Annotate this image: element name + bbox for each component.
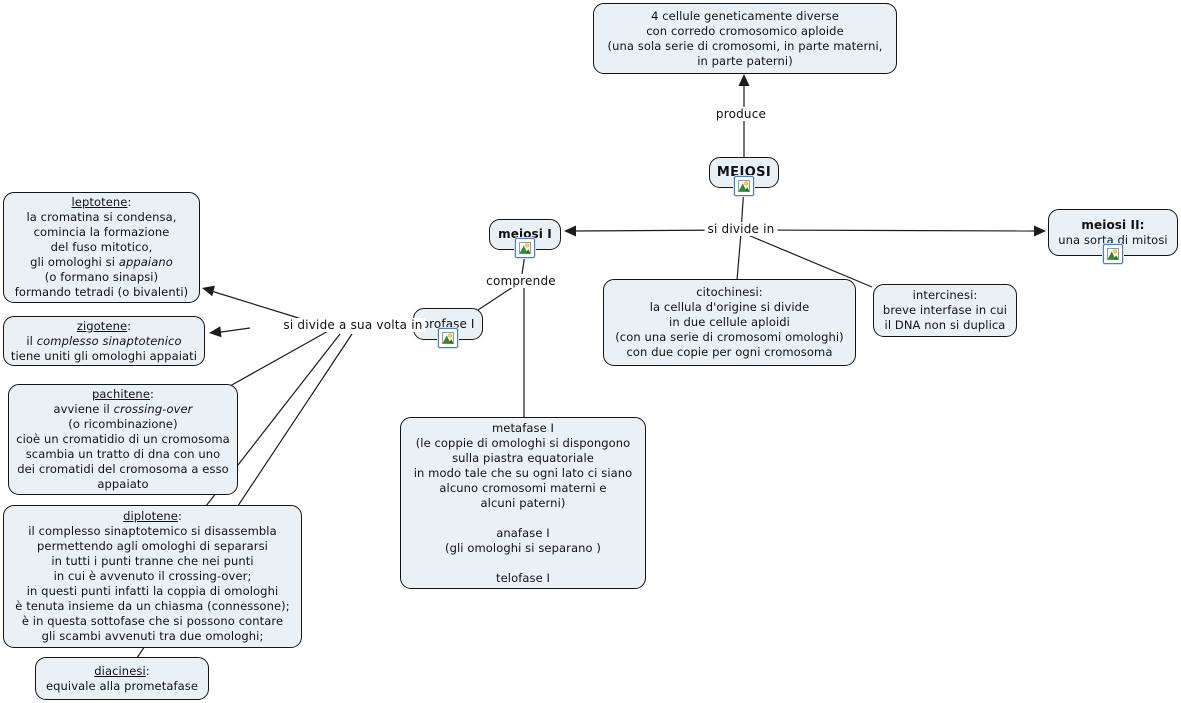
connector-to-leptotene xyxy=(207,289,306,321)
text-line: in modo tale che su ogni lato ci siano xyxy=(413,465,633,480)
text-line: gli omologhi si appaiano xyxy=(30,255,173,269)
node-title: profase I xyxy=(421,316,475,331)
image-resource-icon[interactable] xyxy=(438,328,458,348)
text-line: una sorta di mitosi xyxy=(1058,232,1168,247)
text-line: formando tetradi (o bivalenti) xyxy=(14,285,189,299)
node-title: diacinesi: xyxy=(94,663,150,678)
node-title: zigotene: xyxy=(76,318,132,333)
text-line: gli scambi avvenuti tra due omologhi; xyxy=(41,629,264,643)
text-line: appaiato xyxy=(97,477,149,491)
node-meiosi[interactable]: MEIOSI xyxy=(709,157,779,196)
image-icon-glyph xyxy=(1107,248,1119,260)
node-pachitene[interactable]: pachitene: avviene il crossing-over (o r… xyxy=(8,384,238,495)
image-icon-glyph xyxy=(519,242,531,254)
text-line: 4 cellule geneticamente diverse xyxy=(651,8,839,23)
text-line: il complesso sinaptotenico xyxy=(26,333,182,348)
text-line: metafase I xyxy=(491,420,555,435)
text-line: (le coppie di omologhi si dispongono xyxy=(415,435,631,450)
link-label-si-divide-a-sua-volta-in[interactable]: si divide a sua volta in xyxy=(280,318,426,332)
text-line: (gli omologhi si separano ) xyxy=(445,540,601,555)
text-line: è tenuta insieme da un chiasma (connesso… xyxy=(15,599,290,613)
arrowhead-left xyxy=(564,225,576,237)
text-line: in due cellule aploidi xyxy=(669,315,790,329)
text-line: (o ricombinazione) xyxy=(68,417,178,431)
text-line: (con una serie di cromosomi omologhi) xyxy=(615,330,844,344)
text-line: in tutti i punti tranne che nei punti xyxy=(51,554,254,568)
node-title: leptotene: xyxy=(71,195,132,209)
image-icon-glyph xyxy=(738,180,750,192)
text-line: in parte paterni) xyxy=(697,53,793,68)
text-line: dei cromatidi del cromosoma a esso xyxy=(17,462,229,476)
arrowhead-up xyxy=(738,74,750,86)
text-line: la cromatina si condensa, xyxy=(26,210,177,224)
node-meiosi-2[interactable]: meiosi II: una sorta di mitosi xyxy=(1048,209,1178,264)
node-meiosi-1[interactable]: meiosi I xyxy=(489,219,561,258)
text-line: avviene il crossing-over xyxy=(53,402,193,416)
text-line: equivale alla prometafase xyxy=(45,678,199,693)
connector-to-intercinesi xyxy=(747,234,873,288)
node-diacinesi[interactable]: diacinesi: equivale alla prometafase xyxy=(35,657,209,700)
node-intercinesi[interactable]: intercinesi: breve interfase in cui il D… xyxy=(873,284,1017,337)
text-line: breve interfase in cui xyxy=(882,303,1008,317)
text-line: è in questa sottofase che si possono con… xyxy=(21,614,284,628)
node-title: diplotene: xyxy=(123,509,182,523)
node-zigotene[interactable]: zigotene: il complesso sinaptotenico tie… xyxy=(3,316,205,366)
node-4-cellule[interactable]: 4 cellule geneticamente diverse con corr… xyxy=(593,3,897,74)
text-line: il complesso sinaptotemico si disassembl… xyxy=(28,524,277,538)
text-line: cioè un cromatidio di un cromosoma xyxy=(16,432,230,446)
text-line: in questi punti infatti la coppia di omo… xyxy=(26,584,279,598)
link-label-si-divide-in[interactable]: si divide in xyxy=(704,222,778,236)
text-line: (o formano sinapsi) xyxy=(44,270,159,284)
text-line: scambia un tratto di dna con uno xyxy=(25,447,221,461)
text-line: intercinesi: xyxy=(912,288,978,302)
arrowhead-zigotene xyxy=(209,326,222,338)
connector-to-citochinesi xyxy=(736,232,742,281)
text-line: alcuni paterni) xyxy=(480,495,566,510)
node-title: pachitene: xyxy=(92,387,154,401)
connector-to-pachitene xyxy=(229,329,331,387)
text-line: permettendo agli omologhi di separarsi xyxy=(37,539,268,553)
text-line: la cellula d'origine si divide xyxy=(649,300,810,314)
image-resource-icon[interactable] xyxy=(515,238,535,258)
text-line: il DNA non si duplica xyxy=(884,318,1006,332)
link-label-produce[interactable]: produce xyxy=(712,107,770,121)
arrowhead-leptotene xyxy=(202,285,215,297)
text-line: con corredo cromosomico aploide xyxy=(646,23,844,38)
node-diplotene[interactable]: diplotene: il complesso sinaptotemico si… xyxy=(3,505,302,648)
text-line: comincia la formazione xyxy=(33,225,170,239)
text-line: in cui è avvenuto il crossing-over; xyxy=(53,569,252,583)
text-line: sulla piastra equatoriale xyxy=(452,450,594,465)
node-title: MEIOSI xyxy=(716,165,772,180)
text-line: del fuso mitotico, xyxy=(50,240,153,254)
node-title: meiosi II: xyxy=(1081,217,1145,232)
link-label-comprende[interactable]: comprende xyxy=(483,274,559,288)
text-line: alcuno cromosomi materni e xyxy=(439,480,607,495)
image-resource-icon[interactable] xyxy=(734,176,754,196)
text-line: telofase I xyxy=(495,570,551,585)
connector-to-meiosi2 xyxy=(740,229,1037,232)
node-citochinesi[interactable]: citochinesi: la cellula d'origine si div… xyxy=(603,279,856,366)
text-line: citochinesi: xyxy=(696,285,763,299)
image-resource-icon[interactable] xyxy=(1103,244,1123,264)
node-profase-1[interactable]: profase I xyxy=(413,308,483,348)
arrowhead-right xyxy=(1034,225,1046,237)
text-line: tiene uniti gli omologhi appaiati xyxy=(10,348,198,363)
node-metafase-anafase-telofase[interactable]: metafase I (le coppie di omologhi si dis… xyxy=(400,417,646,589)
image-icon-glyph xyxy=(442,332,454,344)
text-line: (una sola serie di cromosomi, in parte m… xyxy=(607,38,883,53)
node-leptotene[interactable]: leptotene: la cromatina si condensa, com… xyxy=(3,192,200,303)
node-title: meiosi I xyxy=(498,227,552,241)
text-line: con due copie per ogni cromosoma xyxy=(626,345,833,359)
text-line: anafase I xyxy=(496,525,550,540)
